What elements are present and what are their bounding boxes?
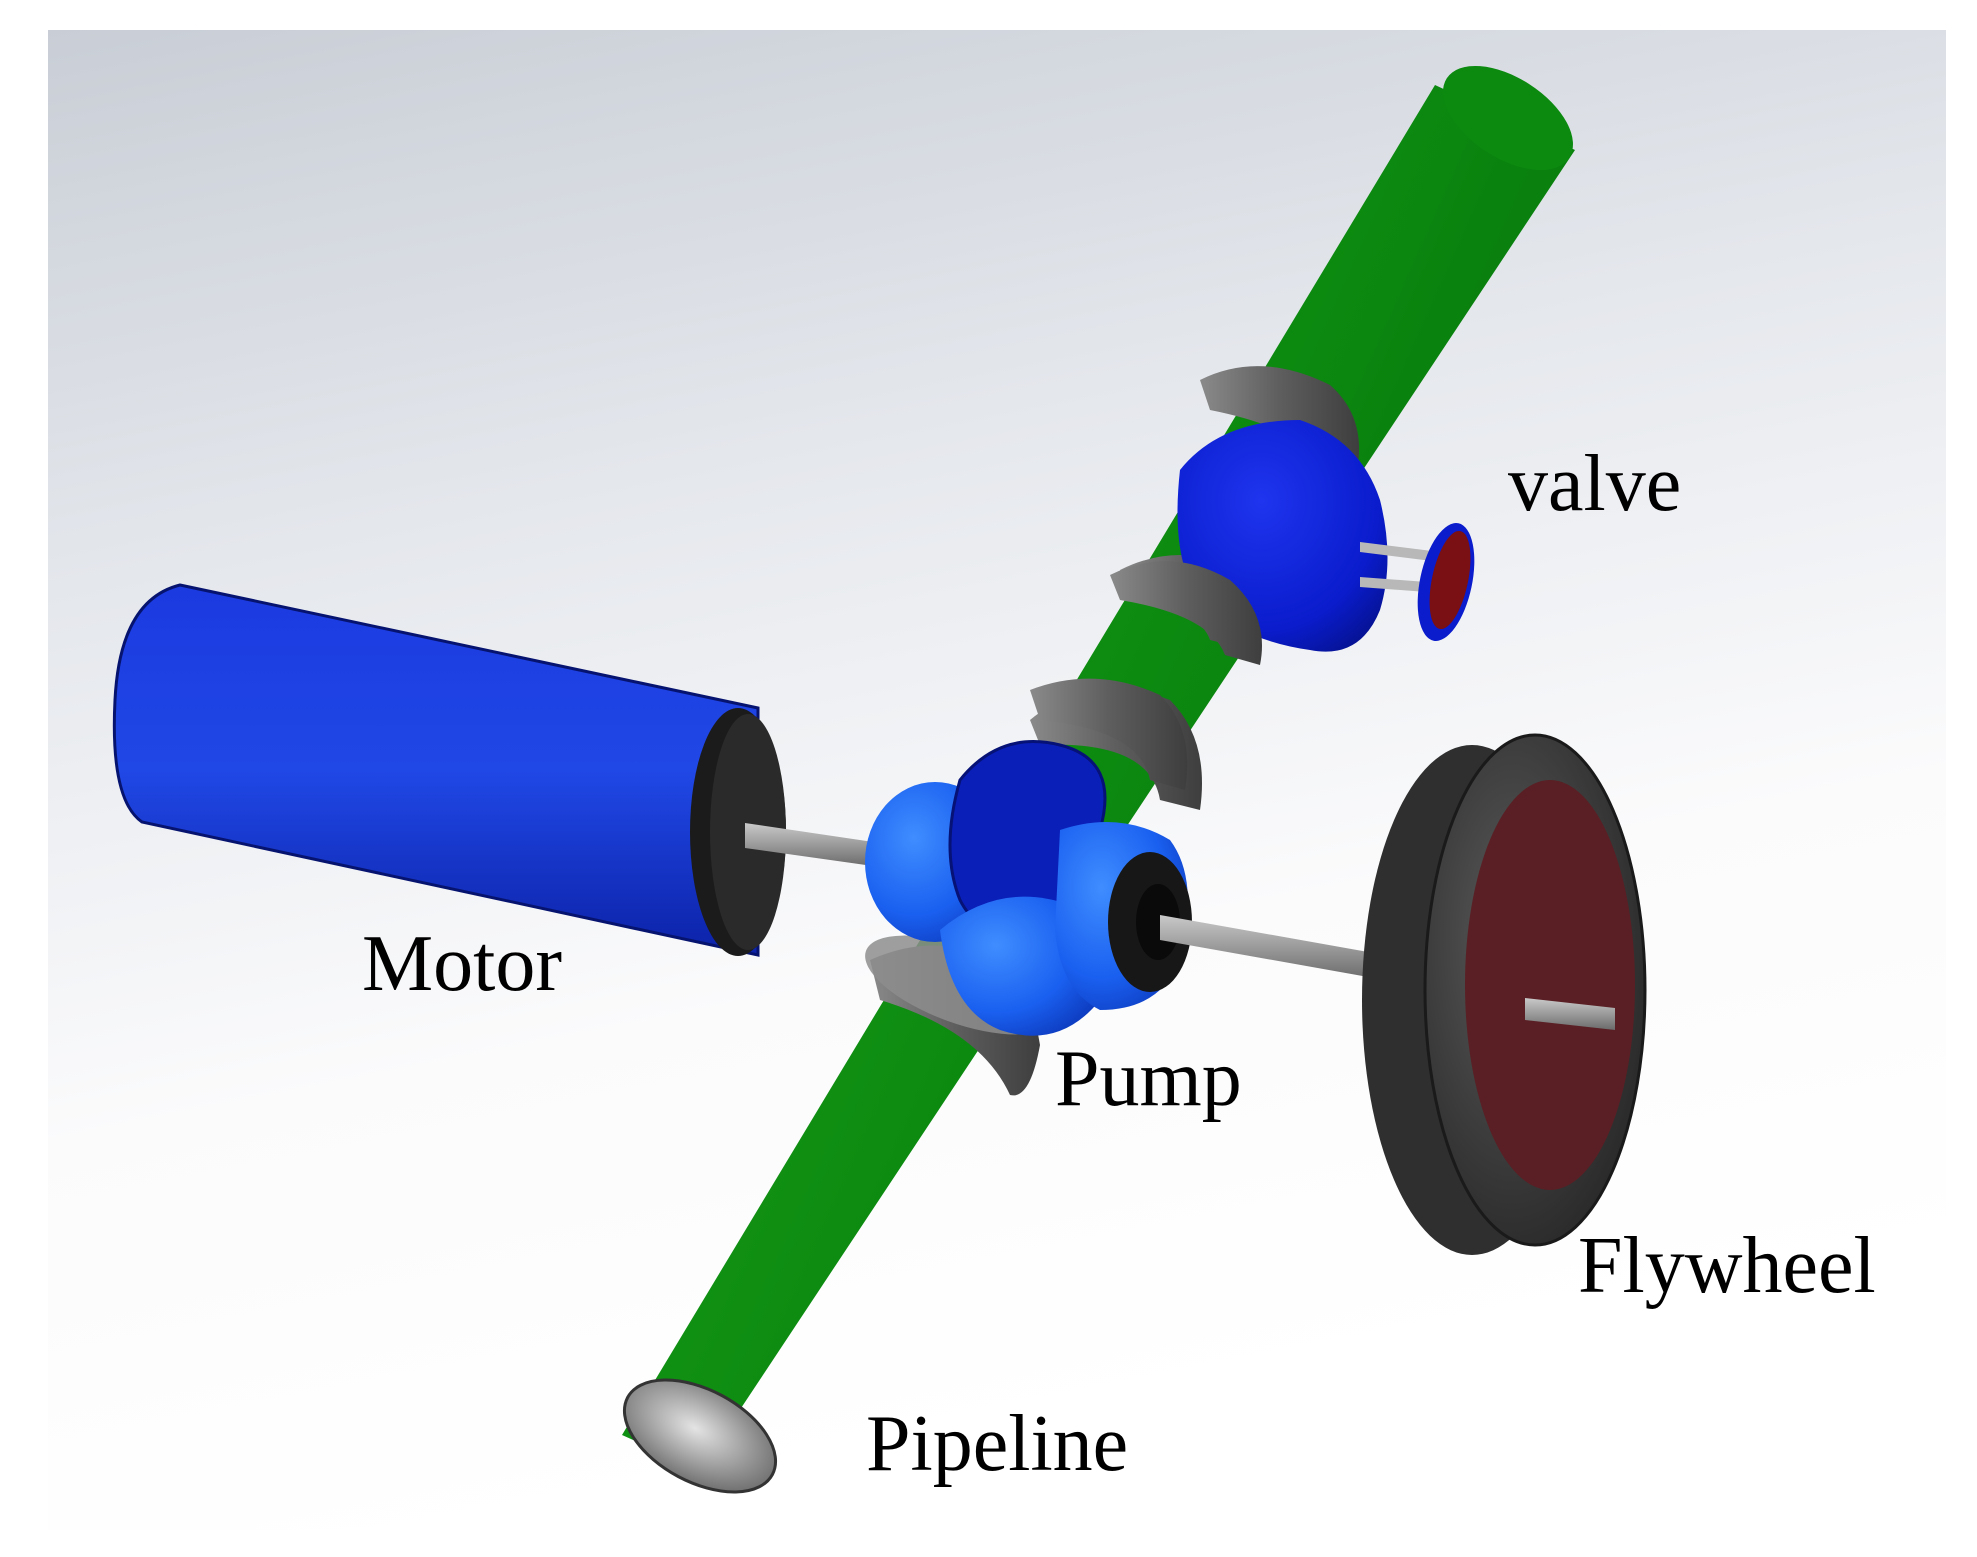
pump-top-flange (1030, 678, 1188, 790)
motor (112, 583, 880, 957)
valve-stem (1360, 542, 1440, 562)
flywheel-hub-shaft (1525, 998, 1615, 1030)
motor-shaft (745, 823, 880, 867)
pipeline-top-cap (1443, 65, 1573, 171)
label-pump: Pump (1055, 1035, 1242, 1123)
label-motor: Motor (362, 920, 562, 1008)
pipeline-bottom-end (622, 1378, 778, 1494)
valve-lower-flange (1110, 561, 1262, 665)
valve (1110, 420, 1475, 665)
label-pipeline: Pipeline (866, 1400, 1128, 1488)
pump (865, 688, 1202, 1036)
flywheel-shaft (1160, 915, 1385, 980)
flywheel (1362, 733, 1647, 1255)
flywheel-face (1465, 780, 1635, 1190)
motor-body (112, 583, 760, 957)
label-flywheel: Flywheel (1578, 1222, 1876, 1310)
label-valve: valve (1508, 440, 1681, 528)
valve-handwheel-face (1429, 530, 1471, 630)
